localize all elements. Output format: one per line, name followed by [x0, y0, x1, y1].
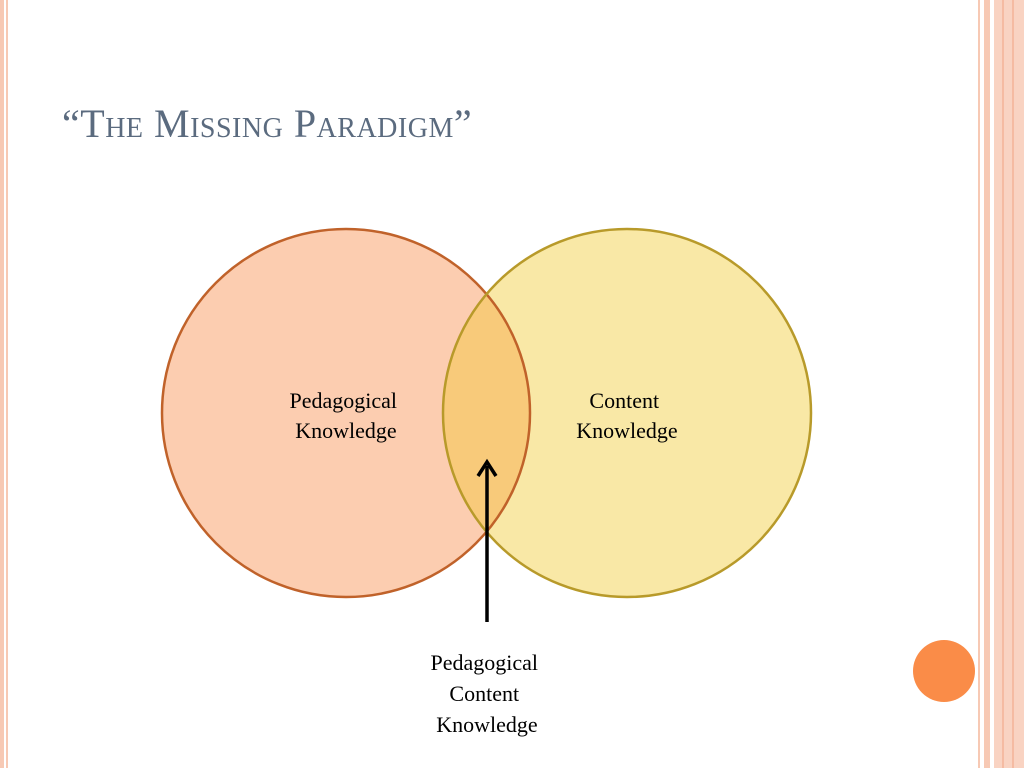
content-knowledge-outline: [441, 227, 813, 599]
right-border-stripe: [984, 0, 990, 768]
pointer-arrow: [476, 458, 498, 622]
pedagogical-knowledge-label: Pedagogical Knowledge: [289, 388, 402, 443]
pedagogical-content-knowledge-label: Pedagogical Content Knowledge: [430, 650, 543, 737]
left-border-stripe: [0, 0, 4, 768]
pedagogical-knowledge-outline: [160, 227, 532, 599]
right-border-band-line: [1012, 0, 1014, 768]
content-knowledge-circle: [443, 229, 811, 597]
slide-title: “The Missing Paradigm”: [62, 101, 473, 146]
content-knowledge-label: Content Knowledge: [576, 388, 677, 443]
right-border-band-line: [1002, 0, 1004, 768]
left-border-stripe-thin: [6, 0, 8, 768]
pedagogical-knowledge-circle: [162, 229, 530, 597]
accent-circle-decoration: [913, 640, 975, 702]
right-border-stripe-thin: [978, 0, 980, 768]
right-border-band: [994, 0, 1024, 768]
